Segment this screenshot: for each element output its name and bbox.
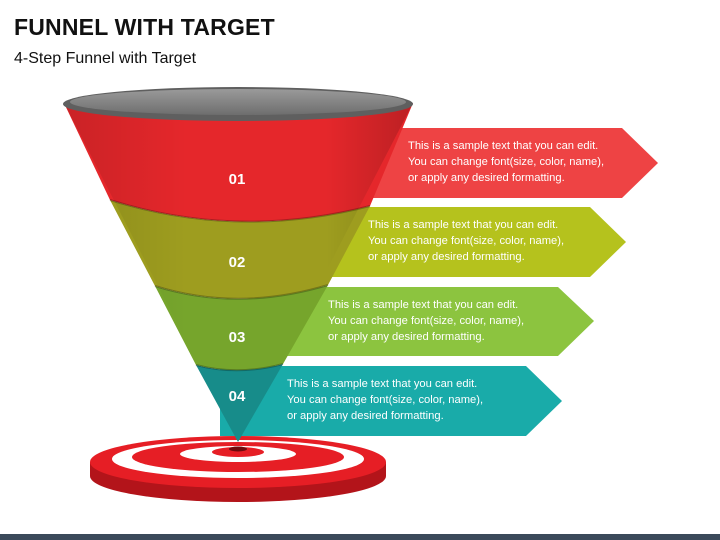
step-text-1-line-2: You can change font(size, color, name),	[408, 156, 605, 168]
step-text-2-line-1: This is a sample text that you can edit.	[368, 219, 559, 231]
step-number-1: 01	[228, 171, 246, 188]
footer-bar	[0, 534, 720, 540]
step-text-4-line-3: or apply any desired formatting.	[287, 410, 444, 422]
step-text-3: This is a sample text that you can edit.…	[328, 297, 598, 345]
step-text-1-line-3: or apply any desired formatting.	[408, 172, 565, 184]
step-text-3-line-2: You can change font(size, color, name),	[328, 315, 525, 327]
arrow-banner-1	[320, 128, 658, 198]
target-bullseye	[212, 447, 264, 457]
page-title: FUNNEL WITH TARGET	[14, 14, 275, 40]
step-text-1-line-1: This is a sample text that you can edit.	[408, 140, 599, 152]
step-text-3-line-1: This is a sample text that you can edit.	[328, 299, 519, 311]
arrow-banner-3	[250, 287, 594, 356]
step-text-4: This is a sample text that you can edit.…	[287, 376, 557, 424]
step-number-4: 04	[228, 388, 246, 405]
step-text-3-line-3: or apply any desired formatting.	[328, 331, 485, 343]
step-text-2: This is a sample text that you can edit.…	[368, 217, 638, 265]
step-text-2-line-3: or apply any desired formatting.	[368, 251, 525, 263]
funnel-divider-3	[195, 363, 284, 372]
arrow-banner-4	[220, 366, 562, 436]
funnel-rim-inner	[70, 89, 406, 115]
step-text-4-line-2: You can change font(size, color, name),	[287, 394, 484, 406]
arrow-banner-2	[282, 207, 626, 277]
step-number-2: 02	[228, 254, 246, 271]
target-center	[229, 446, 247, 452]
step-number-3: 03	[228, 329, 246, 346]
page-subtitle: 4-Step Funnel with Target	[14, 50, 197, 67]
step-text-2-line-2: You can change font(size, color, name),	[368, 235, 565, 247]
funnel-divider-1	[109, 199, 371, 223]
target-board	[90, 436, 386, 502]
step-text-4-line-1: This is a sample text that you can edit.	[287, 378, 478, 390]
funnel-divider-2	[154, 284, 329, 300]
funnel-shading	[64, 103, 413, 442]
step-text-1: This is a sample text that you can edit.…	[408, 138, 678, 186]
